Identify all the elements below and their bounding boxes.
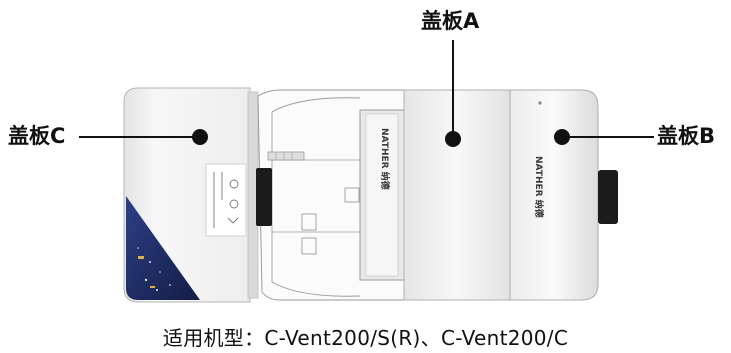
exposed-frame (257, 89, 411, 301)
label-cover-c: 盖板C (8, 124, 66, 148)
label-cover-b: 盖板B (657, 124, 716, 148)
outlet-port (598, 170, 618, 224)
applicable-models-caption: 适用机型：C-Vent200/S(R)、C-Vent200/C (162, 326, 569, 350)
cover-b-panel (509, 89, 618, 301)
product-decal (126, 196, 200, 300)
label-cover-a: 盖板A (421, 9, 480, 33)
brand-text-cover-b: NATHER 纳德 (533, 156, 545, 218)
inlet-port (256, 168, 272, 226)
cover-a-panel (403, 89, 513, 301)
cover-c-panel (123, 87, 259, 303)
brand-text-cartridge: NATHER 纳德 (379, 128, 391, 190)
info-label (205, 163, 247, 237)
